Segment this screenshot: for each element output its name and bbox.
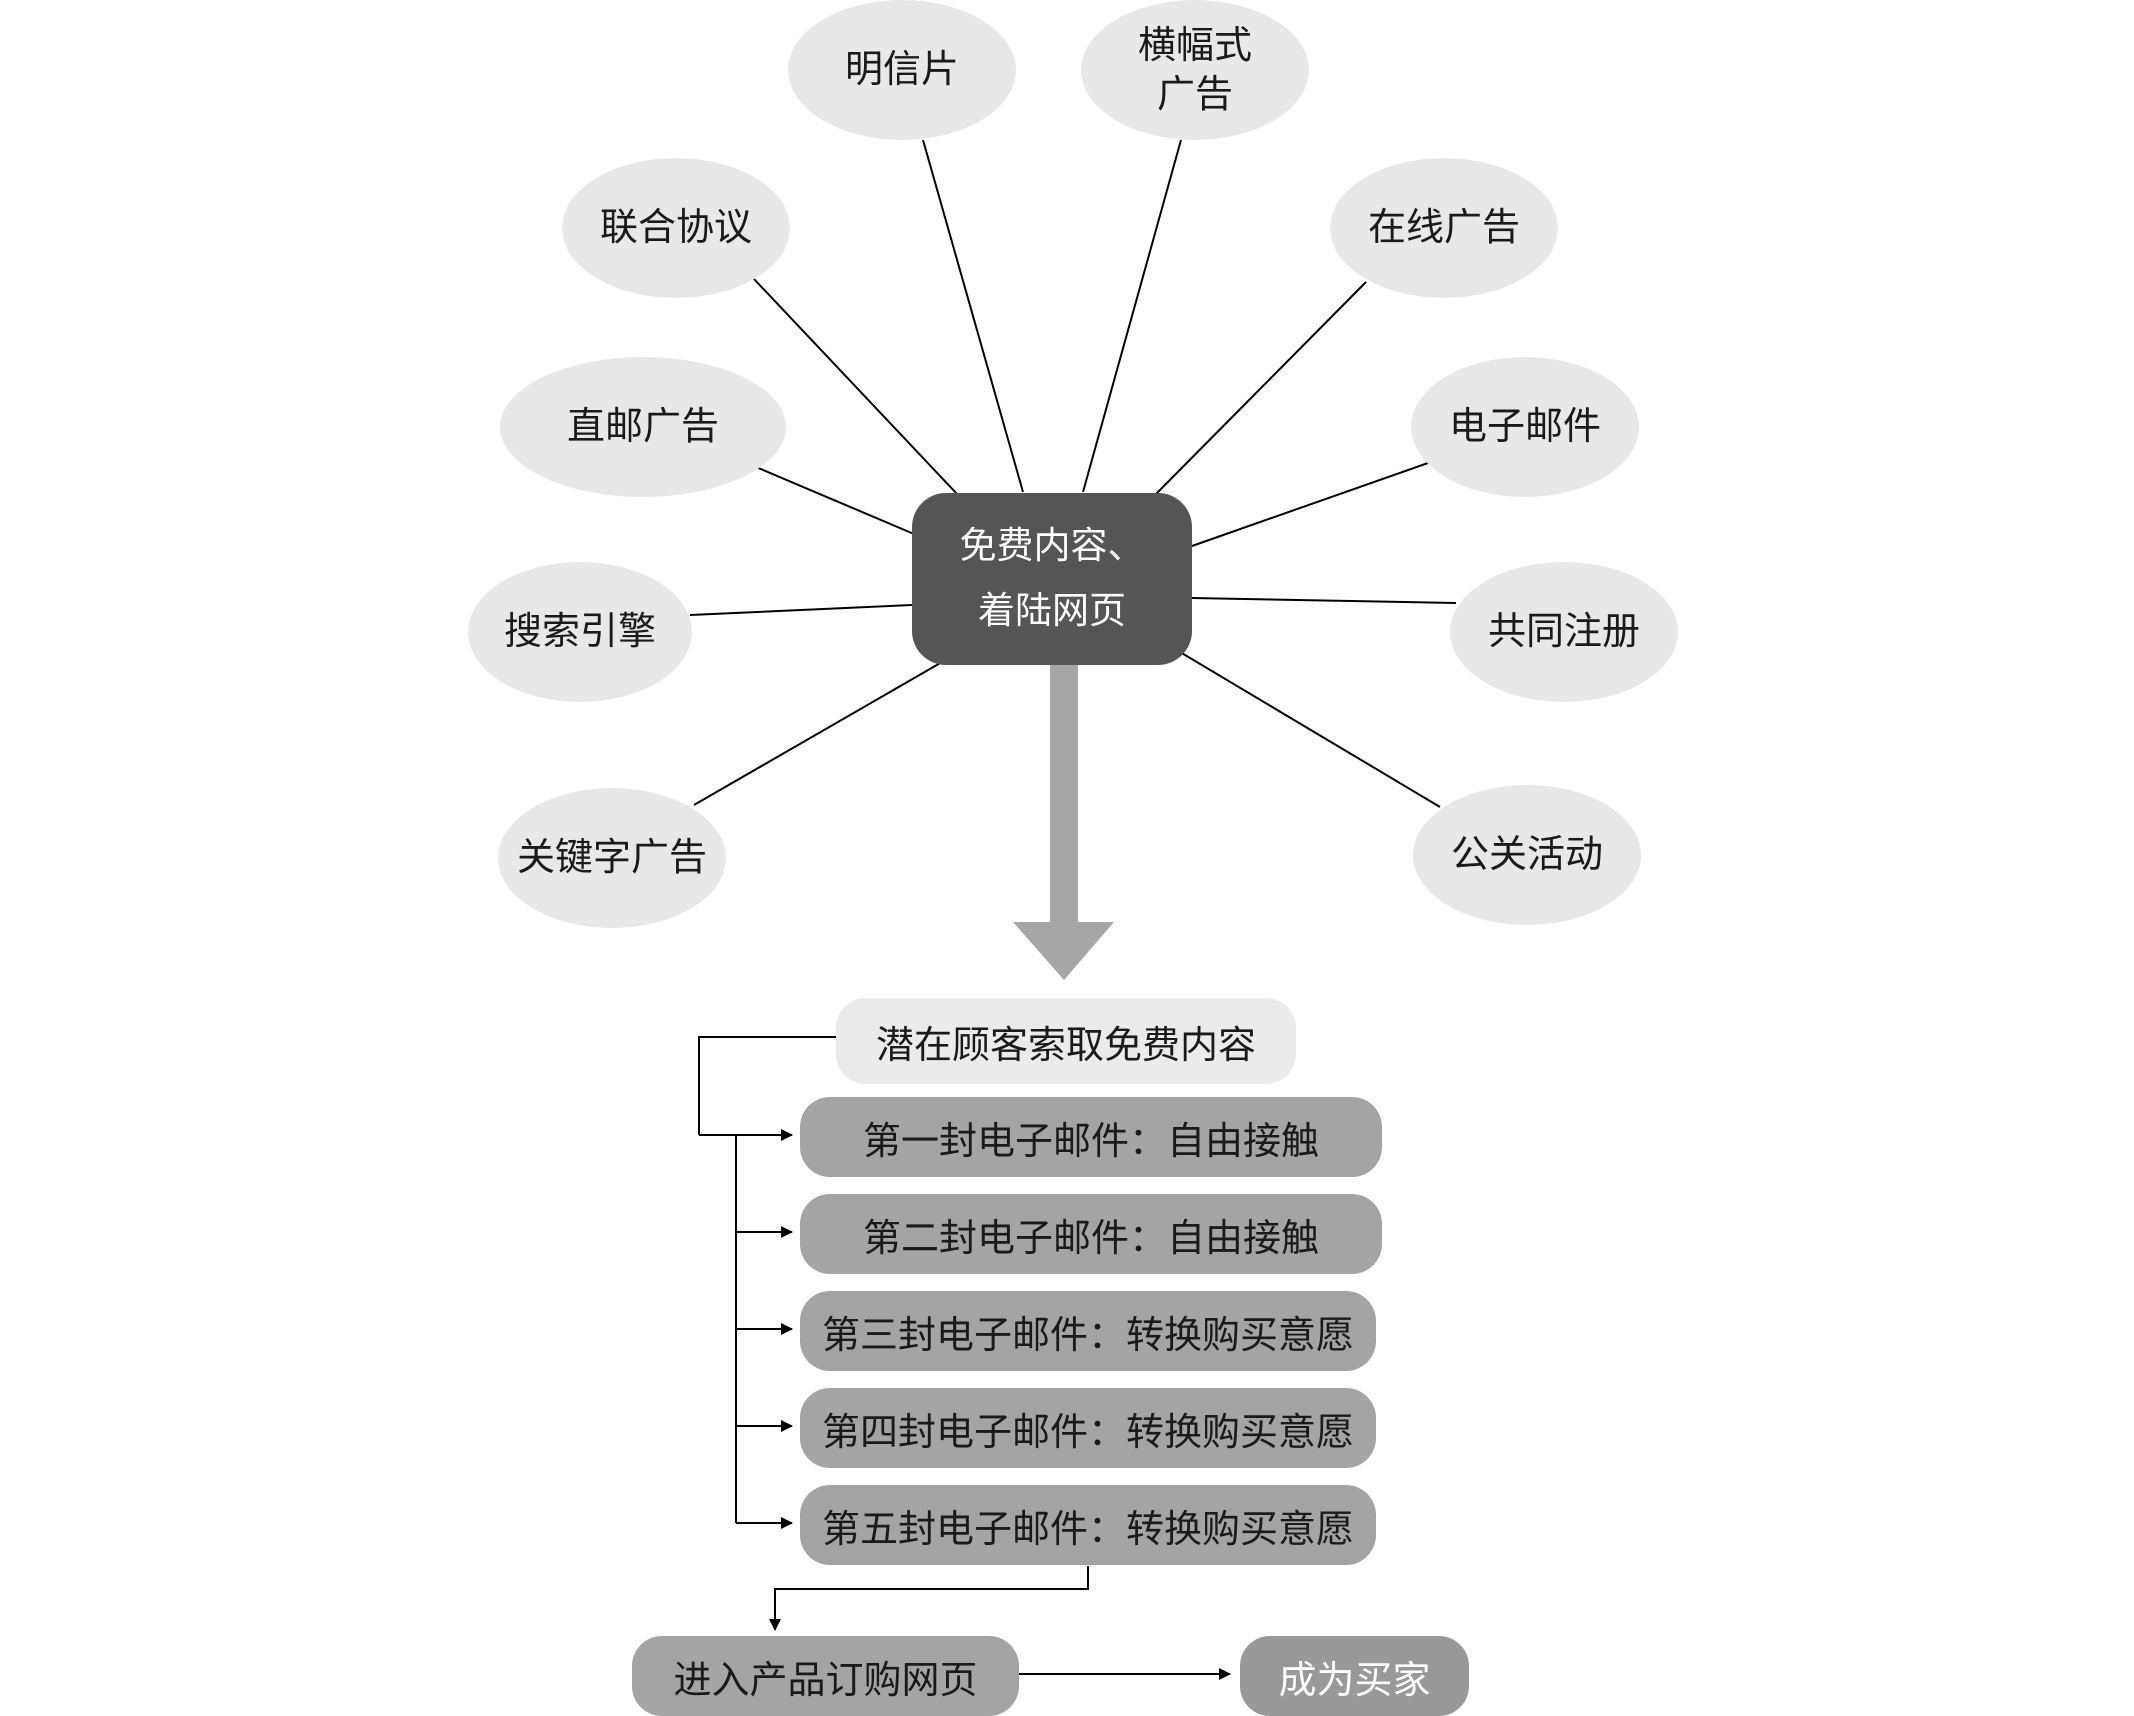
email-step-4: 第四封电子邮件：转换购买意愿 xyxy=(800,1388,1376,1468)
channel-search-engine: 搜索引擎 xyxy=(468,562,692,702)
spoke-pr-events xyxy=(1179,651,1441,808)
spoke-banner-ads xyxy=(1082,139,1182,493)
spoke-affiliate xyxy=(753,278,959,496)
email-step-5: 第五封电子邮件：转换购买意愿 xyxy=(800,1485,1376,1565)
channel-pr-events: 公关活动 xyxy=(1413,785,1641,925)
become-buyer: 成为买家 xyxy=(1240,1636,1469,1716)
spoke-co-registration xyxy=(1191,597,1457,604)
big-down-arrow-head xyxy=(1013,922,1114,980)
email-step-2: 第二封电子邮件：自由接触 xyxy=(800,1194,1382,1274)
channel-banner-ads: 横幅式 广告 xyxy=(1081,0,1309,140)
channel-email: 电子邮件 xyxy=(1411,357,1639,497)
big-down-arrow-shaft xyxy=(1050,665,1078,925)
email-step-1: 第一封电子邮件：自由接触 xyxy=(800,1097,1382,1177)
spoke-direct-mail xyxy=(755,466,915,535)
channel-online-ads: 在线广告 xyxy=(1330,158,1558,298)
channel-direct-mail: 直邮广告 xyxy=(500,357,786,497)
channel-affiliate: 联合协议 xyxy=(562,158,790,298)
order-page: 进入产品订购网页 xyxy=(632,1636,1019,1716)
arrow-to-order xyxy=(769,1566,1089,1631)
bracket-line xyxy=(698,1036,836,1135)
channel-co-registration: 共同注册 xyxy=(1450,562,1678,702)
channel-postcard: 明信片 xyxy=(788,0,1016,140)
spoke-online-ads xyxy=(1154,281,1367,496)
email-step-3: 第三封电子邮件：转换购买意愿 xyxy=(800,1291,1376,1371)
request-free-content: 潜在顾客索取免费内容 xyxy=(836,998,1296,1084)
hub-free-content: 免费内容、 着陆网页 xyxy=(912,493,1192,665)
spoke-postcard xyxy=(922,139,1024,493)
spoke-email xyxy=(1191,462,1429,547)
spoke-keyword-ads xyxy=(693,661,943,806)
spoke-search-engine xyxy=(689,604,913,616)
channel-keyword-ads: 关键字广告 xyxy=(498,788,726,928)
